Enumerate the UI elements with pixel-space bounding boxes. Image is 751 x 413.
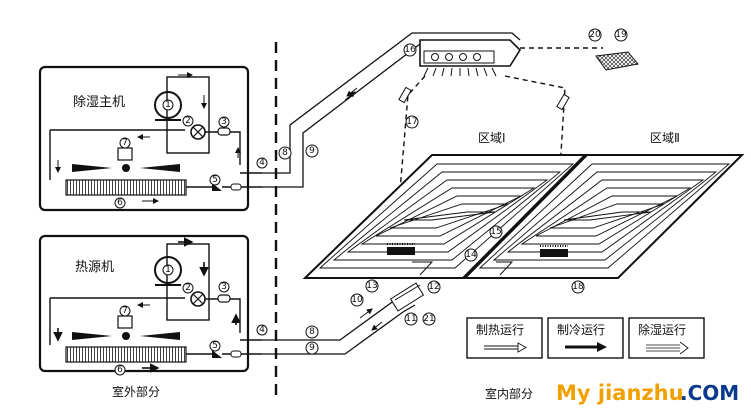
callout-1: 1 xyxy=(162,99,174,111)
svg-text:18: 18 xyxy=(572,282,584,292)
svg-text:5: 5 xyxy=(212,175,218,185)
floor-zones: 区域Ⅰ 区域Ⅱ 14 15 xyxy=(302,131,745,294)
indoor-label: 室内部分 xyxy=(485,386,533,401)
svg-text:1: 1 xyxy=(165,100,171,110)
svg-text:16: 16 xyxy=(404,45,416,55)
svg-text:8: 8 xyxy=(309,327,315,337)
svg-text:20: 20 xyxy=(589,30,601,40)
watermark-brand: My jianzhu xyxy=(556,381,684,405)
callout-10: 10 xyxy=(350,293,364,307)
svg-text:9: 9 xyxy=(309,146,315,156)
callout-6b: 6 xyxy=(114,364,126,376)
callout-8b: 8 xyxy=(305,325,319,339)
svg-text:5: 5 xyxy=(212,341,218,351)
svg-text:3: 3 xyxy=(221,282,227,292)
callout-3b: 3 xyxy=(218,281,230,293)
callout-7b: 7 xyxy=(119,305,131,317)
dehumid-unit: 除湿主机 1 2 3 7 5 6 xyxy=(38,65,268,212)
callout-5b: 5 xyxy=(209,340,221,352)
svg-text:6: 6 xyxy=(117,365,123,375)
svg-text:11: 11 xyxy=(405,314,416,324)
legend-heating: 制热运行 xyxy=(466,317,543,359)
svg-text:13: 13 xyxy=(366,281,377,291)
svg-text:1: 1 xyxy=(165,265,171,275)
outdoor-grille: 19 xyxy=(595,28,639,71)
dehumid-unit-label: 除湿主机 xyxy=(73,95,125,110)
callout-4b: 4 xyxy=(256,324,268,336)
callout-21: 21 xyxy=(422,312,436,326)
heat-unit-label: 热源机 xyxy=(75,260,114,275)
callout-9b: 9 xyxy=(305,341,319,355)
svg-text:12: 12 xyxy=(428,282,439,292)
callout-8: 8 xyxy=(278,146,292,160)
fan-coil-unit: 16 xyxy=(403,39,522,77)
zone2-label: 区域Ⅱ xyxy=(650,131,680,145)
legend-cooling: 制冷运行 xyxy=(547,317,624,359)
svg-text:2: 2 xyxy=(185,283,191,293)
svg-text:7: 7 xyxy=(122,306,128,316)
svg-text:21: 21 xyxy=(423,314,434,324)
callout-9: 9 xyxy=(305,144,319,158)
callout-2: 2 xyxy=(182,115,194,127)
zone1-label: 区域Ⅰ xyxy=(478,131,506,145)
svg-text:15: 15 xyxy=(490,227,501,237)
callout-16: 16 xyxy=(403,43,417,57)
manifold: 13 12 10 11 21 xyxy=(350,279,441,326)
callout-13: 13 xyxy=(365,279,379,293)
legend-dehumid: 除湿运行 xyxy=(628,317,705,359)
callout-7: 7 xyxy=(119,137,131,149)
callout-1b: 1 xyxy=(162,264,174,276)
svg-text:14: 14 xyxy=(465,250,477,260)
svg-text:2: 2 xyxy=(185,116,191,126)
callout-5: 5 xyxy=(209,174,221,186)
callout-18: 18 xyxy=(571,280,585,294)
callout-4: 4 xyxy=(256,157,268,169)
svg-text:19: 19 xyxy=(615,30,627,40)
svg-text:10: 10 xyxy=(351,295,363,305)
callout-14: 14 xyxy=(464,248,478,262)
svg-text:9: 9 xyxy=(309,343,315,353)
legend: 制热运行 制冷运行 除湿运行 xyxy=(466,317,705,359)
callout-17: 17 xyxy=(405,115,419,129)
callout-2b: 2 xyxy=(182,282,194,294)
callout-15: 15 xyxy=(489,225,503,239)
svg-text:4: 4 xyxy=(259,325,265,335)
callout-6: 6 xyxy=(114,197,126,209)
svg-text:制冷运行: 制冷运行 xyxy=(557,323,605,337)
svg-text:除湿运行: 除湿运行 xyxy=(638,322,686,337)
svg-text:制热运行: 制热运行 xyxy=(476,323,524,337)
callout-12: 12 xyxy=(427,280,441,294)
watermark-tld: .COM xyxy=(680,381,739,405)
outdoor-label: 室外部分 xyxy=(112,384,160,399)
watermark: My jianzhu .COM xyxy=(556,381,739,405)
callout-19: 19 xyxy=(614,28,628,42)
svg-text:6: 6 xyxy=(117,198,123,208)
svg-text:7: 7 xyxy=(122,138,128,148)
svg-text:3: 3 xyxy=(221,117,227,127)
callout-20: 20 xyxy=(588,28,602,42)
callout-3: 3 xyxy=(218,116,230,128)
svg-text:8: 8 xyxy=(282,148,288,158)
svg-text:4: 4 xyxy=(259,158,265,168)
heat-source-unit: 热源机 1 2 3 7 5 6 4 xyxy=(38,234,268,376)
svg-text:17: 17 xyxy=(406,117,417,127)
callout-11: 11 xyxy=(404,312,418,326)
